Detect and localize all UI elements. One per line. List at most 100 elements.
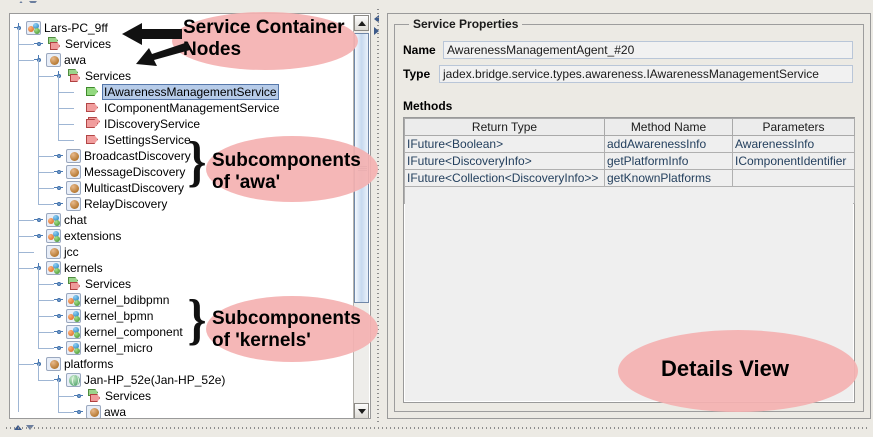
tree-node-label[interactable]: Services [85, 277, 132, 291]
table-cell[interactable]: getKnownPlatforms [604, 169, 733, 187]
services-folder-icon [66, 69, 82, 83]
tree-node[interactable]: Services [10, 68, 354, 84]
tree-node-label[interactable]: kernel_bpmn [84, 309, 154, 323]
tree-node[interactable]: Services [10, 388, 354, 404]
name-field[interactable]: AwarenessManagementAgent_#20 [443, 41, 853, 59]
vertical-split-divider[interactable] [373, 9, 383, 425]
tree-node[interactable]: BroadcastDiscovery [10, 148, 354, 164]
tree-node-label[interactable]: awa [64, 53, 87, 67]
tree-collapse-handle[interactable] [54, 279, 63, 288]
tree-node-label[interactable]: IDiscoveryService [104, 117, 201, 131]
tree-expand-handle[interactable] [14, 23, 23, 32]
table-cell[interactable]: getPlatformInfo [604, 152, 733, 170]
tree-collapse-handle[interactable] [34, 39, 43, 48]
tree-node-label[interactable]: IComponentManagementService [104, 101, 280, 115]
tree-node-label[interactable]: Lars-PC_9ff [44, 21, 108, 35]
tree-node-label[interactable]: platforms [64, 357, 114, 371]
tree-node[interactable]: ISettingsService [10, 132, 354, 148]
tree-node[interactable]: awa [10, 404, 354, 418]
tree-node-label[interactable]: Services [105, 389, 152, 403]
tree-collapse-handle[interactable] [54, 167, 63, 176]
tree-node-label[interactable]: IAwarenessManagementService [102, 84, 279, 100]
tree-node[interactable]: Lars-PC_9ff [10, 20, 354, 36]
tree-node[interactable]: platforms [10, 356, 354, 372]
table-cell[interactable] [732, 169, 855, 187]
tree-collapse-handle[interactable] [54, 199, 63, 208]
tree-node-label[interactable]: Services [85, 69, 132, 83]
tree-node-label[interactable]: kernel_bdibpmn [84, 293, 170, 307]
tree-collapse-handle[interactable] [54, 327, 63, 336]
table-cell[interactable]: IComponentIdentifier [732, 152, 855, 170]
tree-vertical-scrollbar[interactable] [353, 15, 369, 418]
tree-node[interactable]: jcc [10, 244, 354, 260]
tree-node-label[interactable]: Jan-HP_52e(Jan-HP_52e) [84, 373, 226, 387]
tree-node[interactable]: kernel_micro [10, 340, 354, 356]
tree-node-label[interactable]: Services [65, 37, 112, 51]
tree-node-label[interactable]: kernel_component [84, 325, 183, 339]
split-collapse-right-icon[interactable] [374, 27, 379, 35]
table-cell[interactable]: IFuture<Boolean> [404, 135, 605, 153]
tree-node[interactable]: MessageDiscovery [10, 164, 354, 180]
tree-node[interactable]: chat [10, 212, 354, 228]
tree-node-label[interactable]: BroadcastDiscovery [84, 149, 191, 163]
tree-node[interactable]: kernel_bdibpmn [10, 292, 354, 308]
tree-collapse-handle[interactable] [54, 311, 63, 320]
table-cell[interactable]: addAwarenessInfo [604, 135, 733, 153]
tree-collapse-handle[interactable] [54, 343, 63, 352]
tree-collapse-handle[interactable] [34, 215, 43, 224]
horizontal-split-divider[interactable] [6, 423, 870, 433]
annotation-ellipse-details-view [618, 330, 858, 412]
tree-node-label[interactable]: kernel_micro [84, 341, 153, 355]
tree-collapse-handle[interactable] [74, 407, 83, 416]
tree-node-label[interactable]: chat [64, 213, 87, 227]
tree-node[interactable]: IAwarenessManagementService [10, 84, 354, 100]
tree-node[interactable]: MulticastDiscovery [10, 180, 354, 196]
tree-expand-handle[interactable] [34, 55, 43, 64]
tree-collapse-handle[interactable] [54, 183, 63, 192]
tree-node[interactable]: Services [10, 276, 354, 292]
tree-collapse-handle[interactable] [54, 151, 63, 160]
tree-collapse-handle[interactable] [74, 391, 83, 400]
tree-node-label[interactable]: MessageDiscovery [84, 165, 186, 179]
tree-node-label[interactable]: awa [104, 405, 127, 418]
tree-node-label[interactable]: MulticastDiscovery [84, 181, 185, 195]
tree-node[interactable]: awa [10, 52, 354, 68]
table-column-header[interactable]: Parameters [732, 118, 855, 136]
tree-collapse-handle[interactable] [54, 295, 63, 304]
table-row[interactable]: IFuture<Collection<DiscoveryInfo>>getKno… [404, 169, 855, 187]
type-field[interactable]: jadex.bridge.service.types.awareness.IAw… [439, 65, 853, 83]
tree-expand-handle[interactable] [54, 375, 63, 384]
table-cell[interactable]: IFuture<Collection<DiscoveryInfo>> [404, 169, 605, 187]
tree-node-label[interactable]: kernels [64, 261, 103, 275]
tree-node[interactable]: RelayDiscovery [10, 196, 354, 212]
tree-expand-handle[interactable] [34, 263, 43, 272]
tree-node[interactable]: kernel_bpmn [10, 308, 354, 324]
platform-icon [66, 325, 81, 339]
tree-node-label[interactable]: jcc [64, 245, 79, 259]
table-cell[interactable]: AwarenessInfo [732, 135, 855, 153]
table-column-header[interactable]: Method Name [604, 118, 733, 136]
scroll-up-button[interactable] [354, 15, 369, 31]
tree-node[interactable]: extensions [10, 228, 354, 244]
tree-node[interactable]: kernel_component [10, 324, 354, 340]
tree-node[interactable]: IComponentManagementService [10, 100, 354, 116]
tree-node[interactable]: IDiscoveryService [10, 116, 354, 132]
table-column-header[interactable]: Return Type [404, 118, 605, 136]
tree-node-label[interactable]: RelayDiscovery [84, 197, 168, 211]
tree-node[interactable]: kernels [10, 260, 354, 276]
tree-collapse-handle[interactable] [34, 231, 43, 240]
tree-node[interactable]: Services [10, 36, 354, 52]
split-collapse-left-icon[interactable] [374, 15, 379, 23]
tree-node-label[interactable]: ISettingsService [104, 133, 191, 147]
tree-node[interactable]: Jan-HP_52e(Jan-HP_52e) [10, 372, 354, 388]
tree-expand-handle[interactable] [54, 71, 63, 80]
tree-node-label[interactable]: extensions [64, 229, 122, 243]
scroll-down-button[interactable] [354, 403, 369, 418]
table-cell[interactable]: IFuture<DiscoveryInfo> [404, 152, 605, 170]
tree-expand-handle[interactable] [34, 359, 43, 368]
